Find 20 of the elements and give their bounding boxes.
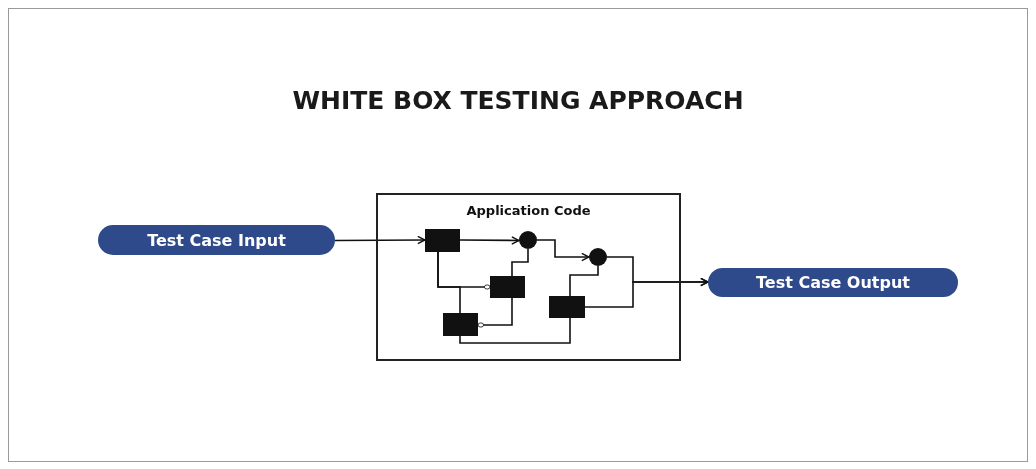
code-block xyxy=(490,276,525,298)
arrow xyxy=(477,297,513,328)
container-box xyxy=(376,193,681,361)
terminal-pill: Test Case Input xyxy=(98,225,335,255)
container-heading: Application Code xyxy=(465,203,592,218)
junction-circle xyxy=(589,248,607,266)
connector-line xyxy=(437,251,461,314)
arrow xyxy=(334,235,426,245)
connector-line xyxy=(569,265,599,297)
terminal-pill: Test Case Output xyxy=(708,268,958,297)
junction-circle xyxy=(519,231,537,249)
arrow xyxy=(459,236,520,245)
code-block xyxy=(425,229,460,252)
code-block xyxy=(549,296,585,318)
connector-line xyxy=(511,248,529,277)
arrow xyxy=(536,239,590,262)
connector-line xyxy=(459,317,571,344)
title: WHITE BOX TESTING APPROACH xyxy=(291,86,745,115)
code-block xyxy=(443,313,478,336)
arrow xyxy=(584,277,709,308)
